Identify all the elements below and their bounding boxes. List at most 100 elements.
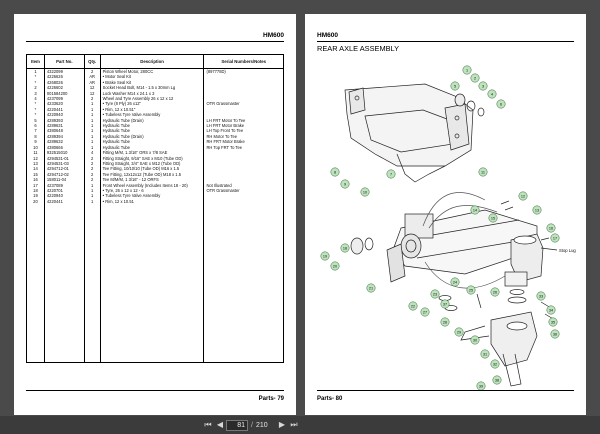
table-cell bbox=[203, 198, 284, 205]
table-cell bbox=[203, 90, 284, 97]
callout-balloon: 24 bbox=[450, 277, 460, 287]
footer-rule bbox=[317, 390, 574, 391]
callout-balloon: 16 bbox=[546, 223, 556, 233]
table-cell bbox=[203, 106, 284, 113]
hydraulic-hose bbox=[422, 192, 486, 227]
table-cell: • Tyre, 26 x 12 x 12 - 6 bbox=[99, 187, 205, 194]
table-cell bbox=[203, 204, 284, 363]
callout-balloon: 30 bbox=[470, 335, 480, 345]
callout-balloon: 35 bbox=[548, 317, 558, 327]
left-page-header: HM600 bbox=[263, 32, 284, 39]
balloon-number: 24 bbox=[453, 280, 457, 284]
seal-ring bbox=[466, 100, 476, 112]
callout-balloon: 31 bbox=[480, 349, 490, 359]
table-cell: Hydraulic Tube (Drain) bbox=[99, 117, 205, 124]
callout-balloon: 22 bbox=[408, 301, 418, 311]
table-cell bbox=[203, 171, 284, 178]
callout-balloon: 18 bbox=[340, 243, 350, 253]
total-pages: 210 bbox=[255, 421, 268, 429]
header-rule bbox=[26, 41, 284, 42]
table-cell: • Motor Seal Kit bbox=[99, 74, 205, 80]
table-cell: Fitting Straight, 3/4" SAE x M12 (Tube O… bbox=[99, 160, 205, 167]
table-cell: 4294712-01 bbox=[43, 166, 85, 172]
right-page-header: HM600 bbox=[317, 32, 338, 39]
diagram-title: REAR AXLE ASSEMBLY bbox=[317, 44, 400, 53]
table-cell: 4226626 bbox=[43, 74, 85, 80]
table-cell: Tee Fitting, 10/10/10 (Tube OD) M16 x 1.… bbox=[99, 166, 205, 172]
balloon-number: 28 bbox=[443, 320, 447, 324]
callout-balloon: 39 bbox=[476, 381, 486, 391]
table-cell bbox=[203, 155, 284, 161]
balloon-number: 4 bbox=[491, 92, 493, 96]
balloon-number: 13 bbox=[535, 208, 539, 212]
last-page-icon[interactable]: ⏭ bbox=[290, 420, 298, 429]
balloon-number: 7 bbox=[390, 172, 392, 176]
seal-ring bbox=[350, 237, 364, 255]
balloon-number: 37 bbox=[443, 302, 447, 306]
first-page-icon[interactable]: ⏮ bbox=[204, 420, 212, 429]
table-cell: 4294531-01 bbox=[43, 155, 85, 161]
table-cell: 158011-04 bbox=[43, 177, 85, 183]
callout-balloon: 15 bbox=[488, 213, 498, 223]
balloon-number: 21 bbox=[369, 286, 373, 290]
hub-left bbox=[400, 233, 422, 259]
table-cell: Front Wheel Assembly (Includes Items 18 … bbox=[99, 182, 205, 188]
balloon-number: 19 bbox=[323, 254, 327, 258]
table-cell bbox=[83, 204, 101, 363]
frame-lug-left bbox=[348, 87, 366, 115]
page-number-input[interactable] bbox=[226, 419, 248, 431]
balloon-number: 23 bbox=[433, 292, 437, 296]
callout-balloon: 36 bbox=[550, 329, 560, 339]
next-page-icon[interactable]: ▶ bbox=[278, 420, 286, 429]
callout-balloon: 3 bbox=[478, 81, 488, 91]
bolt bbox=[500, 200, 550, 241]
callout-balloon: 14 bbox=[470, 205, 480, 215]
callout-balloon: 1 bbox=[462, 65, 472, 75]
callout-balloon: 23 bbox=[430, 289, 440, 299]
table-cell: Not Illustrated bbox=[203, 182, 284, 188]
balloon-number: 30 bbox=[473, 338, 477, 342]
callout-balloon: 5 bbox=[450, 81, 460, 91]
balloon-number: 6 bbox=[500, 102, 502, 106]
balloon-number: 11 bbox=[481, 170, 485, 174]
callout-balloon: 25 bbox=[466, 285, 476, 295]
seal-ring bbox=[364, 237, 374, 251]
table-cell: • Tubeless Tyre Valve Assembly bbox=[99, 112, 205, 118]
table-cell: Wheel and Tyre Assembly 26 x 12 x 12 bbox=[99, 96, 205, 102]
table-cell: • Tyre (8 Ply) 26 x12" bbox=[99, 101, 205, 107]
prev-page-icon[interactable]: ◀ bbox=[216, 420, 224, 429]
balloon-number: 25 bbox=[469, 288, 473, 292]
table-filler-row bbox=[26, 204, 284, 363]
steering-knuckle bbox=[490, 311, 538, 367]
balloon-number: 16 bbox=[549, 226, 553, 230]
table-cell: 4322099 bbox=[43, 68, 85, 75]
frame-bolt-hole bbox=[354, 95, 360, 101]
callout-balloon: 6 bbox=[496, 99, 506, 109]
table-cell: 4294531-03 bbox=[43, 160, 85, 167]
wheel-motor-left bbox=[386, 243, 406, 283]
balloon-number: 12 bbox=[521, 194, 525, 198]
table-cell: Hydraulic Tube bbox=[99, 123, 205, 129]
table-cell: RH Motor To Tee bbox=[203, 133, 284, 140]
balloon-number: 18 bbox=[343, 246, 347, 250]
washer bbox=[507, 296, 527, 304]
hydraulic-hose bbox=[424, 261, 506, 289]
stop-lug-leader bbox=[540, 247, 558, 251]
table-cell: RH FRT Motor Brake bbox=[203, 139, 284, 145]
balloon-number: 29 bbox=[457, 330, 461, 334]
